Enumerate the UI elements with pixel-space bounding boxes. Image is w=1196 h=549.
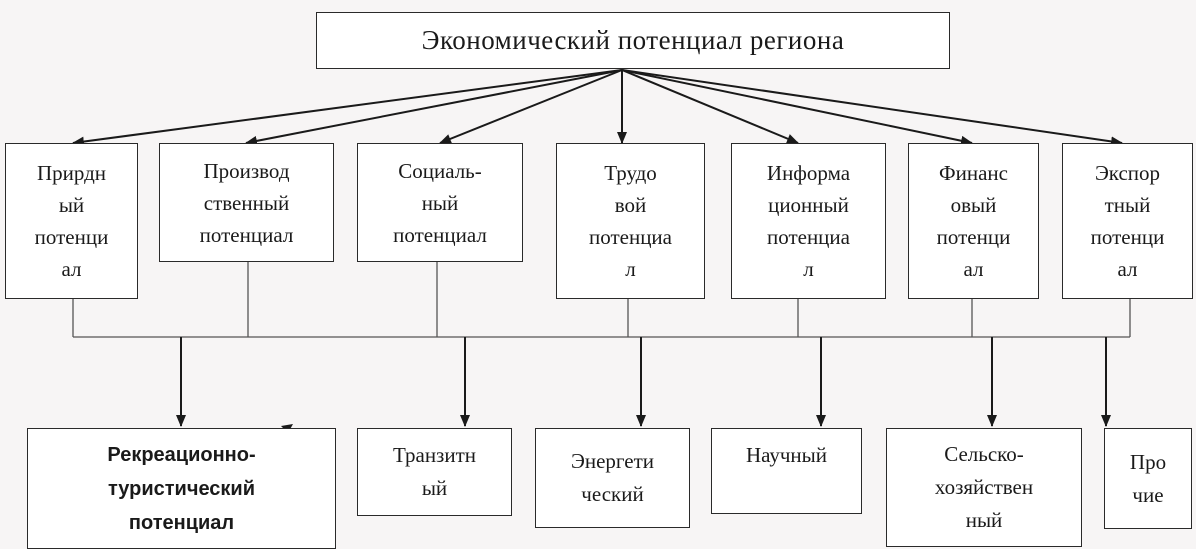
- node-agricultural: Сельско- хозяйствен ный: [886, 428, 1082, 547]
- node-label: Энергети ческий: [571, 449, 654, 506]
- arrow-root-to-p2: [245, 69, 623, 146]
- node-label: Сельско- хозяйствен ный: [934, 442, 1034, 532]
- node-other: Про чие: [1104, 428, 1192, 529]
- node-energy: Энергети ческий: [535, 428, 690, 528]
- node-export-potential: Экспор тный потенци ал: [1062, 143, 1193, 299]
- node-label: Трудо вой потенциа л: [589, 161, 672, 281]
- arrow-root-to-p7: [621, 69, 1123, 147]
- node-label: Экспор тный потенци ал: [1090, 161, 1165, 281]
- node-label: Информа ционный потенциа л: [766, 161, 851, 281]
- node-production-potential: Производ ственный потенциал: [159, 143, 334, 262]
- node-scientific: Научный: [711, 428, 862, 514]
- node-label: Научный: [745, 443, 828, 467]
- node-social-potential: Социаль- ный потенциал: [357, 143, 523, 262]
- sector-arrows: [176, 337, 1111, 427]
- arrow-root-to-p3: [439, 69, 623, 144]
- node-financial-potential: Финанс овый потенци ал: [908, 143, 1039, 299]
- arrow-root-to-p5: [621, 69, 799, 144]
- node-label: Социаль- ный потенциал: [393, 158, 487, 247]
- node-label: Рекреационно- туристический потенциал: [107, 443, 256, 534]
- node-information-potential: Информа ционный потенциа л: [731, 143, 886, 299]
- arrow-root-to-p1: [72, 69, 623, 147]
- node-label: Про чие: [1129, 449, 1167, 507]
- node-recreational-tourist-potential: Рекреационно- туристический потенциал: [27, 428, 336, 549]
- bus-connectors: [72, 262, 1131, 338]
- root-arrows: [72, 69, 1123, 147]
- root-label: Экономический потенциал региона: [421, 25, 845, 55]
- node-label: Прирдн ый потенци ал: [34, 161, 109, 281]
- node-labor-potential: Трудо вой потенциа л: [556, 143, 705, 299]
- node-label: Производ ственный потенциал: [199, 158, 294, 247]
- node-natural-potential: Прирдн ый потенци ал: [5, 143, 138, 299]
- root-node-regional-economic-potential: Экономический потенциал региона: [316, 12, 950, 69]
- arrow-root-to-p6: [621, 69, 973, 146]
- node-transit: Транзитн ый: [357, 428, 512, 516]
- node-label: Транзитн ый: [392, 443, 477, 500]
- node-label: Финанс овый потенци ал: [936, 161, 1011, 281]
